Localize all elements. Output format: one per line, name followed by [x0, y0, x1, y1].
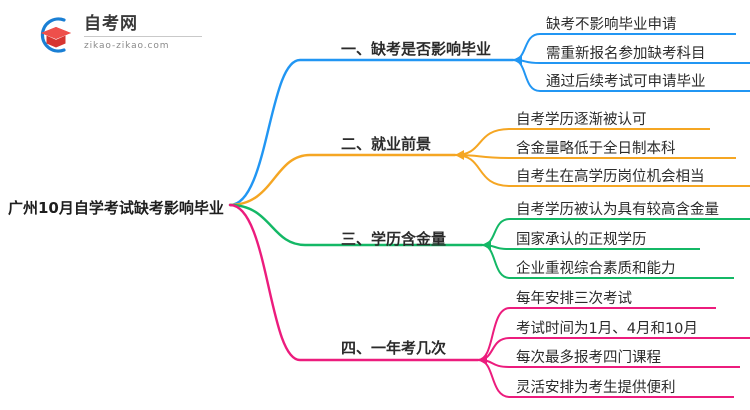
- leaf-node-label[interactable]: 每次最多报考四门课程: [516, 350, 661, 366]
- branch-node-label-3[interactable]: 三、学历含金量: [341, 230, 447, 248]
- leaf-connector: [477, 307, 511, 361]
- leaf-connector: [512, 59, 541, 92]
- leaf-node-label[interactable]: 需重新报名参加缺考科目: [546, 46, 706, 62]
- branch-arrow-1: [513, 55, 522, 65]
- leaf-node-label[interactable]: 含金量略低于全日制本科: [516, 141, 676, 157]
- branch-node-label-4[interactable]: 四、一年考几次: [341, 339, 447, 357]
- leaf-node-label[interactable]: 企业重视综合素质和能力: [516, 261, 676, 277]
- branch-connector-1: [228, 58, 515, 207]
- graduation-cap-icon: [40, 17, 71, 53]
- leaf-node-label[interactable]: 自考生在高学历岗位机会相当: [516, 169, 705, 185]
- branch-connector-4: [228, 203, 480, 362]
- branch-node-label-2[interactable]: 二、就业前景: [341, 135, 432, 153]
- leaf-node-label[interactable]: 灵活安排为考生提供便利: [516, 380, 676, 396]
- logo-divider: [84, 36, 202, 37]
- branch-arrow-4: [478, 355, 487, 365]
- leaf-node-label[interactable]: 自考学历逐渐被认可: [516, 112, 647, 128]
- branch-node-label-1[interactable]: 一、缺考是否影响毕业: [341, 40, 492, 58]
- leaf-node-label[interactable]: 国家承认的正规学历: [516, 232, 647, 248]
- leaf-connector: [477, 359, 511, 398]
- leaf-node-label[interactable]: 每年安排三次考试: [516, 291, 632, 307]
- branch-connector-2: [228, 153, 457, 207]
- leaf-connector: [481, 218, 511, 246]
- leaf-node-label[interactable]: 自考学历被认为具有较高含金量: [516, 202, 719, 218]
- logo-chinese-name: 自考网: [84, 14, 138, 34]
- leaf-connector: [477, 337, 511, 361]
- leaf-connector: [512, 33, 541, 61]
- leaf-connector: [454, 154, 511, 187]
- branch-arrow-2: [455, 150, 464, 160]
- leaf-node-label[interactable]: 通过后续考试可申请毕业: [546, 74, 706, 90]
- logo-domain: zikao-zikao.com: [84, 41, 170, 51]
- leaf-connector: [481, 244, 511, 279]
- branch-connector-3: [228, 203, 484, 247]
- leaf-node-label[interactable]: 缺考不影响毕业申请: [546, 17, 677, 33]
- root-node-label[interactable]: 广州10月自学考试缺考影响毕业: [8, 199, 224, 217]
- branch-arrow-3: [482, 240, 491, 250]
- logo-text: 自考网 zikao-zikao.com: [84, 13, 209, 57]
- site-logo: 自考网 zikao-zikao.com: [34, 12, 214, 58]
- leaf-node-label[interactable]: 考试时间为1月、4月和10月: [516, 321, 698, 337]
